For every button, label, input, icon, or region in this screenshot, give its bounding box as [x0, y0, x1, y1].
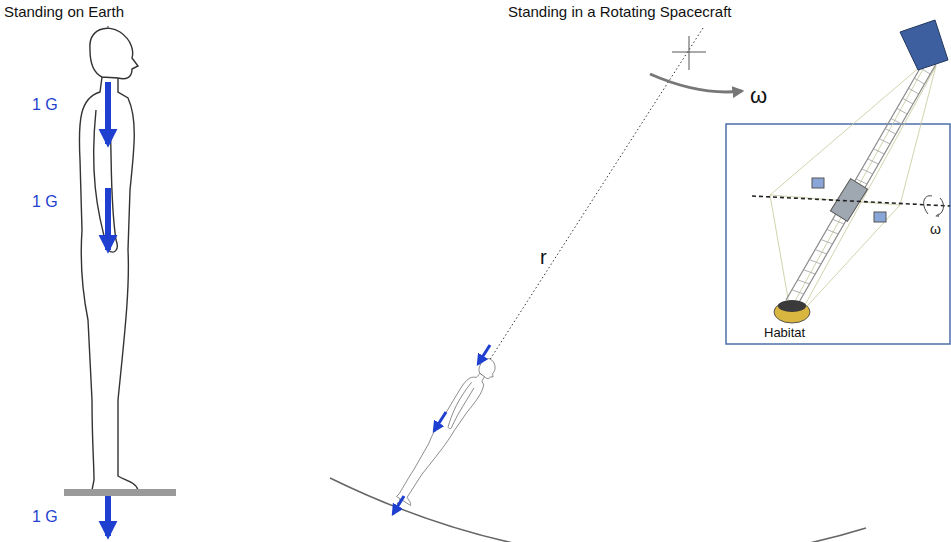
gravity-arrow [434, 412, 446, 431]
gravity-arrow [105, 496, 111, 536]
rotation-arrow [650, 74, 742, 92]
force-label: 1 G [32, 193, 58, 211]
standing-person [79, 28, 138, 490]
solar-panel [900, 20, 948, 70]
angular-velocity-label: ω [930, 222, 941, 237]
heading: Standing in a Rotating Spacecraft [508, 4, 731, 21]
angular-velocity-label: ω [750, 84, 767, 108]
force-label: 1 G [32, 508, 58, 526]
radius-line [392, 28, 703, 512]
gravity-arrow [478, 345, 490, 364]
ground [64, 489, 176, 496]
spin-arrow [924, 196, 944, 216]
radius-label: r [540, 246, 547, 268]
spin-axis [752, 196, 950, 206]
gravity-arrow [105, 188, 111, 250]
force-label: 1 G [32, 96, 58, 114]
rotation-center [672, 36, 706, 70]
inset-frame [726, 124, 950, 344]
part-label: Habitat [764, 326, 805, 340]
spacecraft [770, 20, 948, 323]
lying-person [393, 354, 501, 505]
habitat-module [774, 301, 810, 323]
heading: Standing on Earth [4, 4, 124, 21]
gravity-arrow [393, 496, 404, 514]
gravity-arrow [105, 82, 111, 144]
